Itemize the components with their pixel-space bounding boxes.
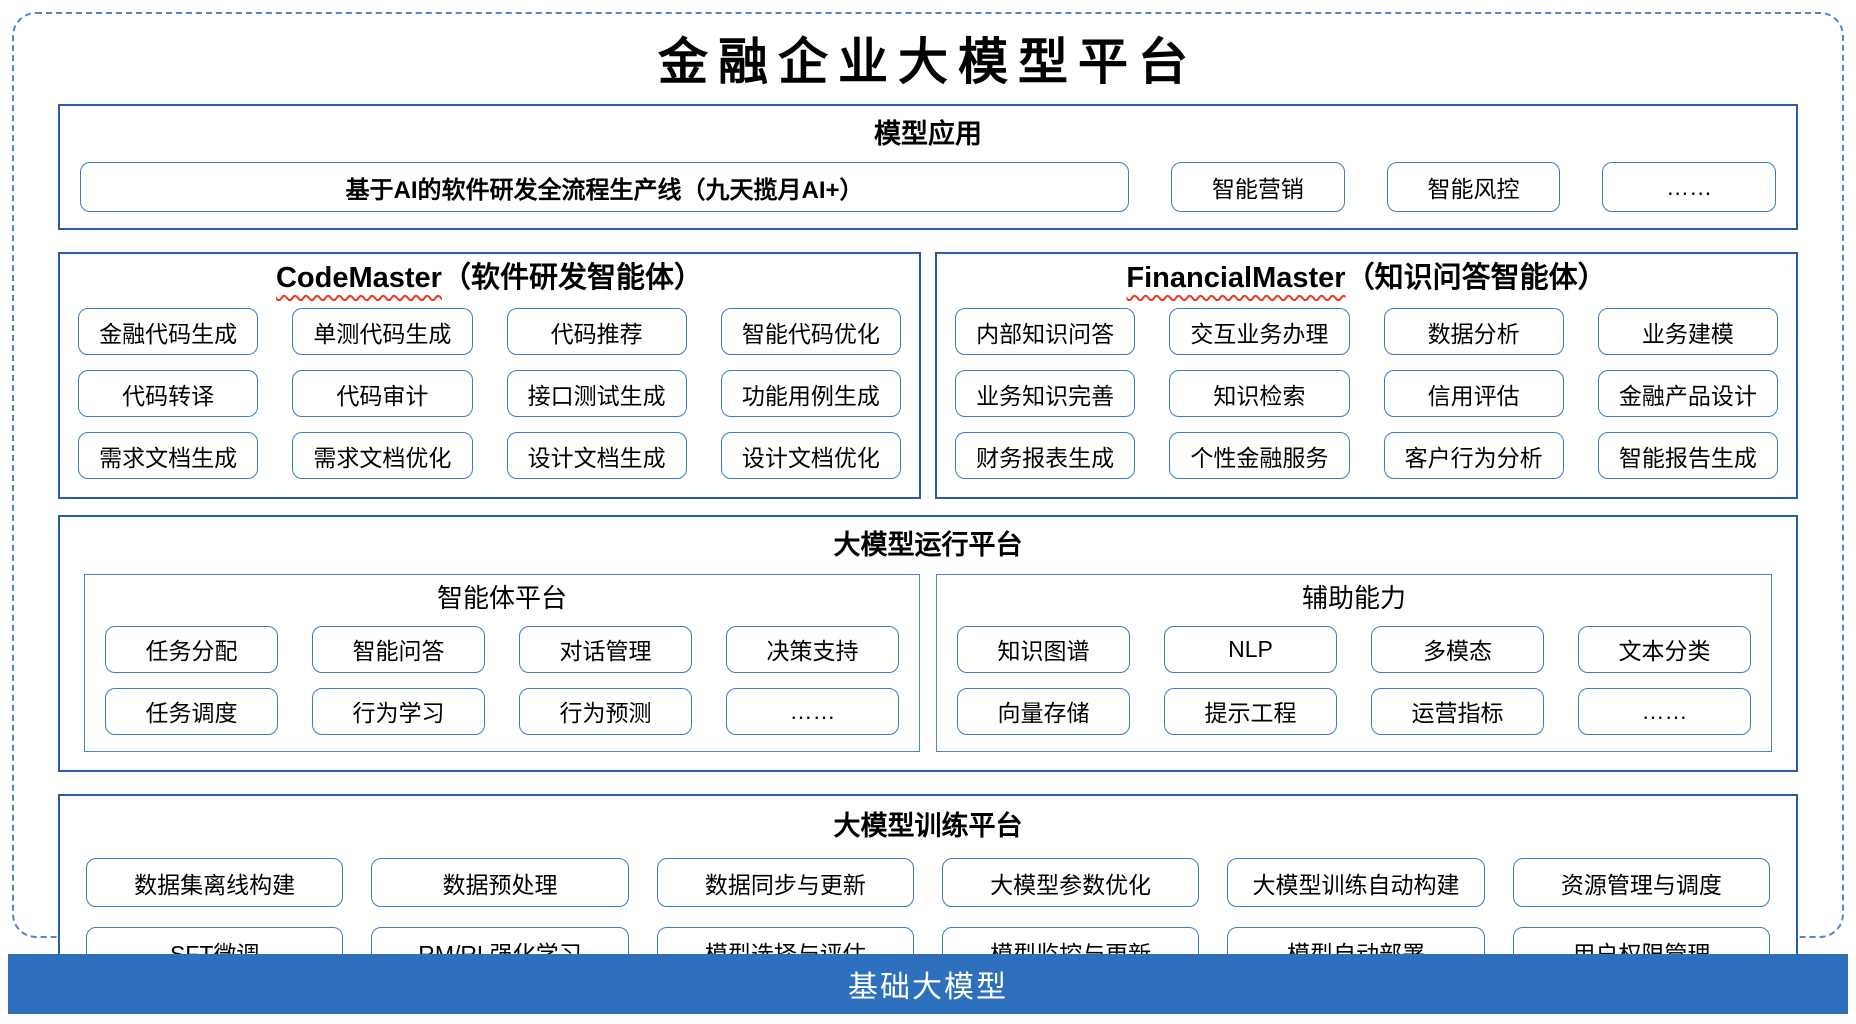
item-box: 智能营销: [1171, 162, 1345, 213]
financialmaster-title-en: FinancialMaster: [1126, 262, 1346, 295]
agents-row: CodeMaster（软件研发智能体） 金融代码生成单测代码生成代码推荐智能代码…: [58, 252, 1798, 500]
item-box: 资源管理与调度: [1512, 858, 1770, 907]
item-box: 单测代码生成: [292, 308, 473, 356]
codemaster-title-en: CodeMaster: [275, 262, 442, 295]
page-title: 金融企业大模型平台: [658, 32, 1198, 91]
item-box: 个性金融服务: [1169, 432, 1350, 480]
item-box: ……: [1602, 162, 1776, 213]
agent-platform-grid: 任务分配智能问答对话管理决策支持任务调度行为学习行为预测 ……: [105, 625, 899, 735]
item-box: 数据分析: [1383, 308, 1564, 356]
item-box: 决策支持: [726, 625, 899, 673]
item-box: ……: [1578, 687, 1751, 735]
item-box: 需求文档优化: [292, 432, 473, 480]
item-box: 数据同步与更新: [656, 858, 914, 907]
item-box: NLP: [1164, 625, 1337, 673]
model-applications-row: 基于AI的软件研发全流程生产线（九天揽月AI+） 智能营销 智能风控 ……: [80, 162, 1776, 213]
group-title-agent-platform: 智能体平台: [436, 582, 567, 613]
codemaster-grid: 金融代码生成单测代码生成代码推荐智能代码优化代码转译代码审计接口测试生成功能用例…: [78, 308, 901, 480]
item-box: 业务建模: [1597, 308, 1778, 356]
section-runtime-platform: 大模型运行平台 智能体平台 任务分配智能问答对话管理决策支持任务调度行为学习行为…: [58, 515, 1798, 772]
item-box: ……: [726, 687, 899, 735]
item-box: 知识检索: [1169, 370, 1350, 418]
item-box: 金融代码生成: [78, 308, 259, 356]
auxiliary-capabilities-grid: 知识图谱 NLP 多模态文本分类向量存储提示工程运营指标 ……: [957, 625, 1751, 735]
item-box: 设计文档优化: [720, 432, 901, 480]
item-box: 财务报表生成: [955, 432, 1136, 480]
codemaster-title-zh: （软件研发智能体）: [441, 262, 703, 295]
item-box: 数据预处理: [371, 858, 629, 907]
item-box-ai-pipeline: 基于AI的软件研发全流程生产线（九天揽月AI+）: [80, 162, 1130, 213]
item-box: 内部知识问答: [955, 308, 1136, 356]
runtime-groups-row: 智能体平台 任务分配智能问答对话管理决策支持任务调度行为学习行为预测 …… 辅助能…: [84, 573, 1772, 752]
item-box: 行为学习: [312, 687, 485, 735]
platform-frame: 金融企业大模型平台 模型应用 基于AI的软件研发全流程生产线（九天揽月AI+） …: [12, 12, 1844, 998]
item-box: 任务调度: [105, 687, 278, 735]
section-financialmaster: FinancialMaster（知识问答智能体） 内部知识问答交互业务办理数据分…: [935, 252, 1798, 500]
item-box: 代码审计: [292, 370, 473, 418]
item-box: 多模态: [1371, 625, 1544, 673]
item-box: 智能风控: [1386, 162, 1561, 213]
item-box: 智能报告生成: [1597, 432, 1778, 480]
group-agent-platform: 智能体平台 任务分配智能问答对话管理决策支持任务调度行为学习行为预测 ……: [84, 573, 920, 752]
item-box: 对话管理: [519, 625, 692, 673]
item-box: 客户行为分析: [1383, 432, 1564, 480]
item-box: 运营指标: [1371, 687, 1544, 735]
group-title-auxiliary-capabilities: 辅助能力: [1301, 582, 1406, 613]
section-header-model-applications: 模型应用: [874, 119, 982, 149]
item-box: 业务知识完善: [955, 370, 1136, 418]
item-box: 知识图谱: [957, 625, 1130, 673]
section-header-training: 大模型训练平台: [833, 810, 1023, 841]
item-box: 接口测试生成: [506, 370, 687, 418]
financialmaster-grid: 内部知识问答交互业务办理数据分析业务建模业务知识完善知识检索信用评估金融产品设计…: [955, 308, 1778, 480]
section-codemaster: CodeMaster（软件研发智能体） 金融代码生成单测代码生成代码推荐智能代码…: [58, 252, 921, 500]
item-box: 功能用例生成: [720, 370, 901, 418]
item-box: 设计文档生成: [506, 432, 687, 480]
item-box: 数据集离线构建: [86, 858, 344, 907]
item-box: 文本分类: [1578, 625, 1751, 673]
item-box: 任务分配: [105, 625, 278, 673]
item-box: 行为预测: [519, 687, 692, 735]
item-box: 大模型训练自动构建: [1227, 858, 1485, 907]
item-box: 智能代码优化: [720, 308, 901, 356]
financialmaster-title: FinancialMaster（知识问答智能体）: [955, 260, 1778, 298]
item-box: 向量存储: [957, 687, 1130, 735]
financialmaster-title-zh: （知识问答智能体）: [1345, 262, 1607, 295]
item-box: 大模型参数优化: [942, 858, 1200, 907]
section-model-applications: 模型应用 基于AI的软件研发全流程生产线（九天揽月AI+） 智能营销 智能风控 …: [58, 104, 1798, 231]
item-box: 智能问答: [312, 625, 485, 673]
item-box: 交互业务办理: [1169, 308, 1350, 356]
item-box: 信用评估: [1383, 370, 1564, 418]
item-box: 代码转译: [78, 370, 259, 418]
item-box: 提示工程: [1164, 687, 1337, 735]
item-box: 需求文档生成: [78, 432, 259, 480]
codemaster-title: CodeMaster（软件研发智能体）: [78, 260, 901, 298]
foundation-model-bar: 基础大模型: [8, 954, 1848, 1014]
item-box: 金融产品设计: [1597, 370, 1778, 418]
item-box: 代码推荐: [506, 308, 687, 356]
section-header-runtime: 大模型运行平台: [833, 530, 1023, 561]
group-auxiliary-capabilities: 辅助能力 知识图谱 NLP 多模态文本分类向量存储提示工程运营指标 ……: [936, 573, 1772, 752]
